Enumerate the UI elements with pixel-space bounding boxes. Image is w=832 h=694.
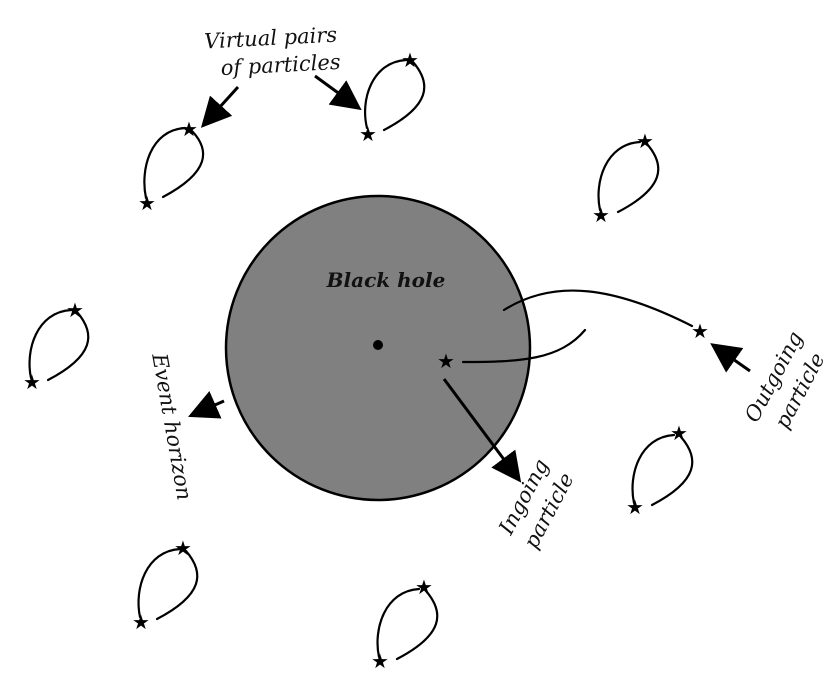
- virtual-pair: ★ ★: [626, 421, 694, 519]
- singularity-dot: [373, 340, 383, 350]
- outgoing-particle-star: ★: [691, 319, 709, 343]
- virtual-pairs-arrow-right: [314, 74, 362, 111]
- ingoing-particle-star: ★: [437, 349, 455, 373]
- virtual-pairs-label-line1: Virtual pairs: [204, 23, 338, 54]
- virtual-pairs-arrow-left: [200, 85, 240, 128]
- particle-star: ★: [180, 117, 198, 141]
- particle-star: ★: [132, 610, 150, 634]
- particle-star: ★: [66, 298, 84, 322]
- virtual-pair: ★ ★: [592, 129, 660, 227]
- black-hole-label: Black hole: [326, 268, 446, 292]
- outgoing-trajectory: [502, 289, 694, 328]
- particle-star: ★: [401, 48, 419, 72]
- particle-star: ★: [670, 421, 688, 445]
- particle-star: ★: [371, 649, 389, 673]
- virtual-pair: ★ ★: [132, 536, 199, 634]
- ingoing-arrow: [442, 378, 522, 483]
- event-horizon-label: Event horizon: [147, 351, 197, 502]
- outgoing-arrow: [710, 343, 751, 373]
- virtual-pair: ★ ★: [359, 48, 426, 146]
- particle-star: ★: [592, 203, 610, 227]
- particle-star: ★: [415, 575, 433, 599]
- particle-star: ★: [138, 191, 156, 215]
- particle-star: ★: [174, 536, 192, 560]
- virtual-pairs-label-line2: of particles: [220, 50, 341, 80]
- particle-star: ★: [359, 122, 377, 146]
- virtual-pair: ★ ★: [138, 117, 205, 215]
- particle-star: ★: [626, 495, 644, 519]
- event-horizon-arrow: [188, 391, 225, 419]
- ingoing-trajectory: [461, 328, 587, 364]
- particle-star: ★: [636, 129, 654, 153]
- particle-star: ★: [23, 370, 41, 394]
- virtual-pair: ★ ★: [371, 575, 439, 673]
- virtual-pair: ★ ★: [23, 298, 90, 394]
